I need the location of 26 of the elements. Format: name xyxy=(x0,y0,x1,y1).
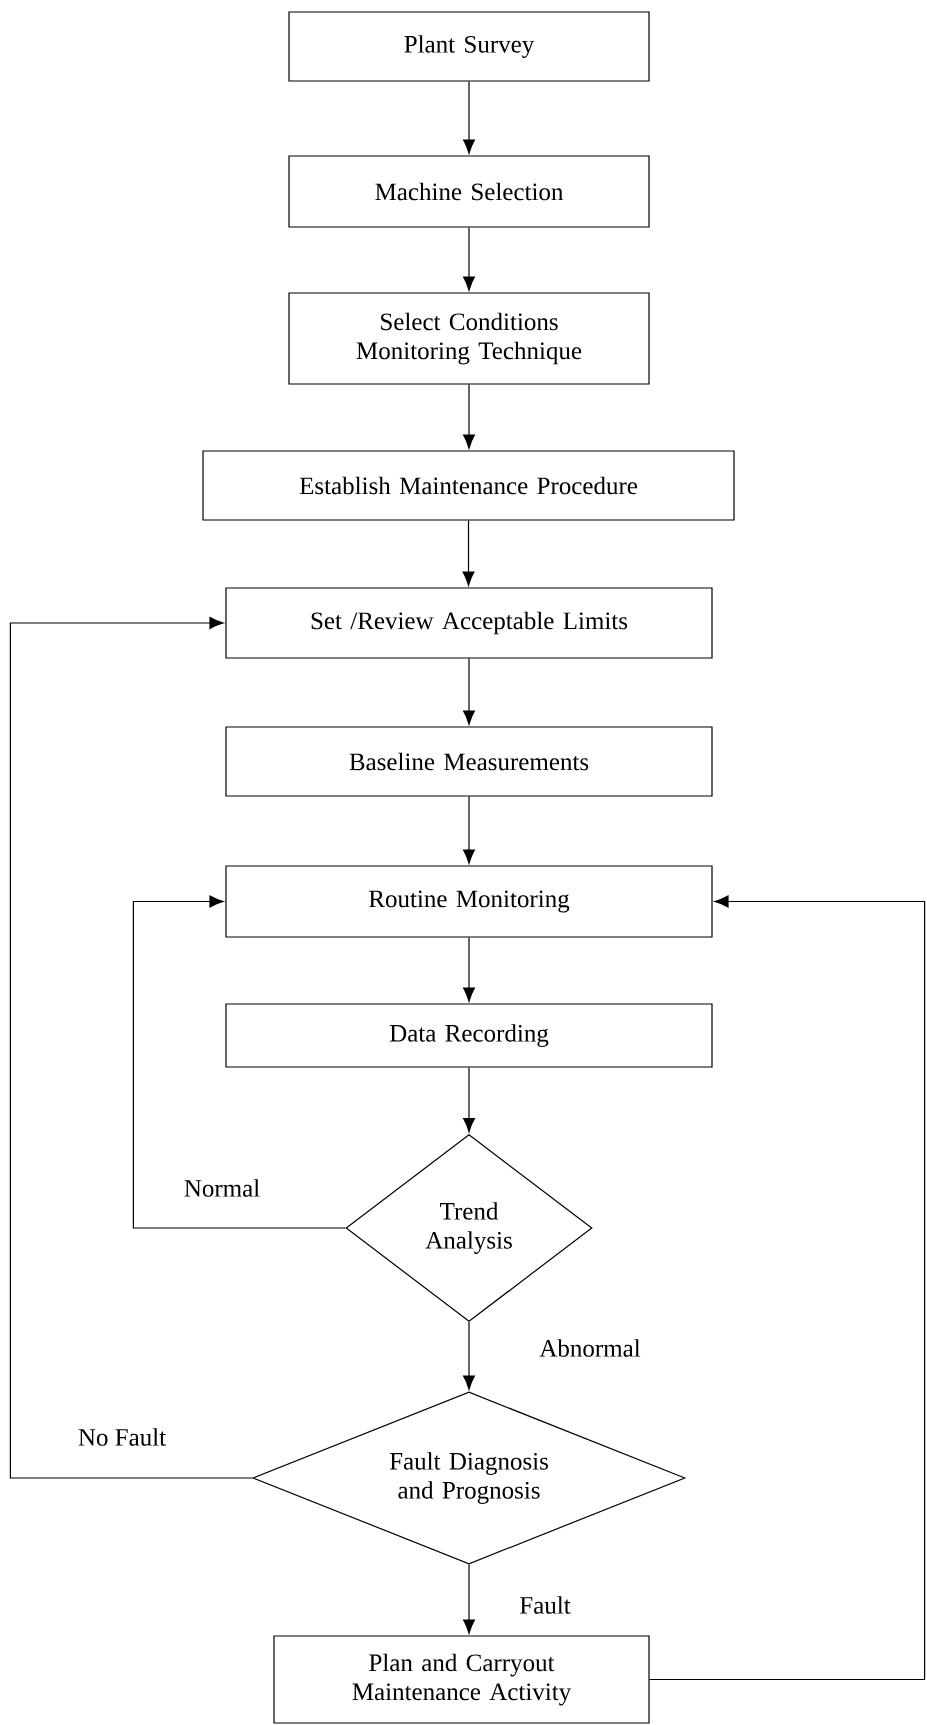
process-box: Baseline Measurements xyxy=(225,726,713,797)
arrow xyxy=(649,895,926,1681)
process-box: Machine Selection xyxy=(288,155,650,228)
arrow xyxy=(462,520,475,586)
edge-label: Normal xyxy=(181,1177,263,1199)
process-box: Plan and Carryout Maintenance Activity xyxy=(273,1635,650,1724)
edge-label: No Fault xyxy=(75,1426,169,1448)
arrow xyxy=(9,617,253,1479)
process-box: Routine Monitoring xyxy=(225,865,713,938)
edge-label: Fault xyxy=(517,1594,573,1616)
arrow xyxy=(463,81,476,154)
process-box: Plant Survey xyxy=(288,11,650,82)
arrow xyxy=(463,1564,476,1634)
arrow xyxy=(463,227,476,291)
arrow xyxy=(463,1067,476,1133)
process-box: Data Recording xyxy=(225,1003,713,1068)
arrow xyxy=(463,796,476,864)
arrow xyxy=(463,937,476,1002)
arrow xyxy=(463,658,476,725)
process-box: Establish Maintenance Procedure xyxy=(202,450,735,521)
arrow xyxy=(132,895,346,1229)
edge-label: Abnormal xyxy=(537,1337,643,1359)
arrow xyxy=(463,384,476,449)
process-box: Set /Review Acceptable Limits xyxy=(225,587,713,659)
process-box: Select Conditions Monitoring Technique xyxy=(288,292,650,385)
arrow xyxy=(463,1321,476,1390)
